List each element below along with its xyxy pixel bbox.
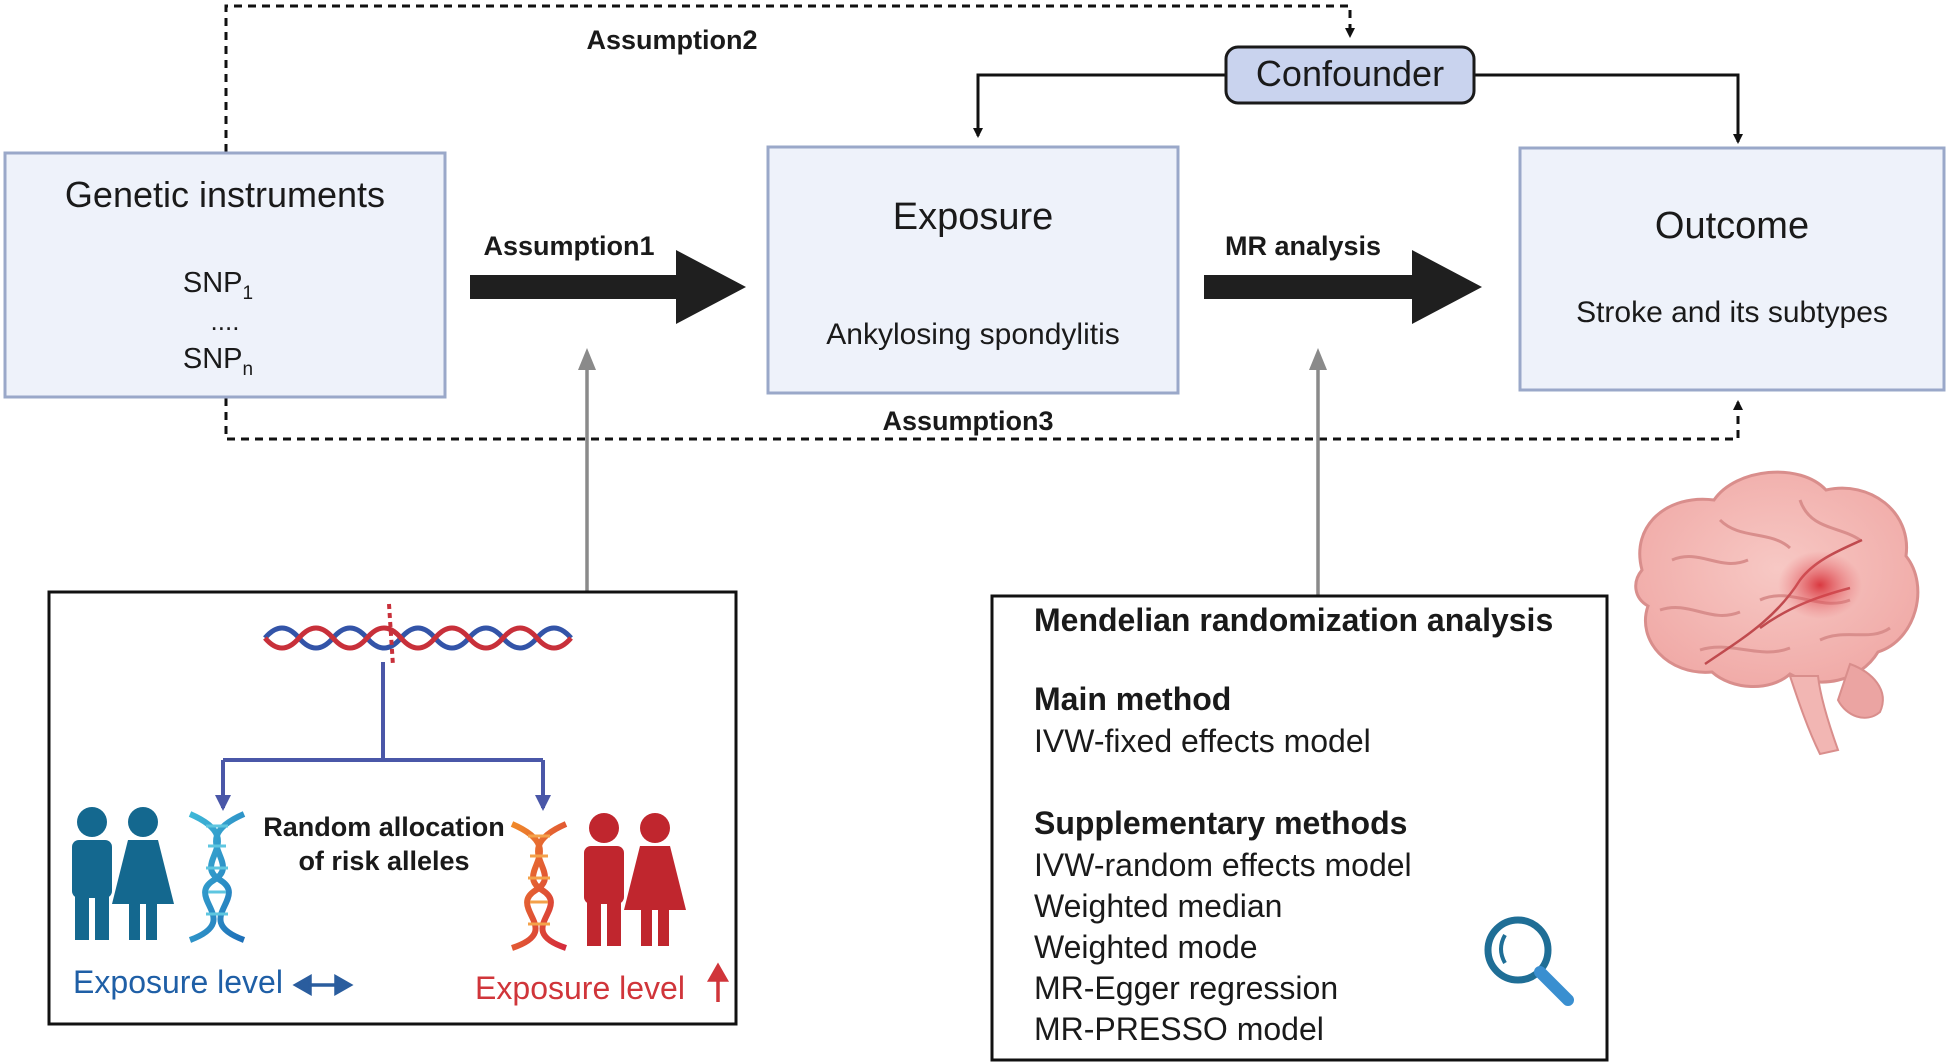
exposure-level-left: Exposure level <box>73 964 283 1000</box>
people-icon-right <box>584 813 686 946</box>
exposure-level-right: Exposure level <box>475 970 685 1006</box>
main-method-heading: Main method <box>1034 681 1231 717</box>
main-method-item: IVW-fixed effects model <box>1034 723 1371 759</box>
supp-method-item: MR-PRESSO model <box>1034 1011 1324 1047</box>
random-allocation-line1: Random allocation <box>263 812 505 842</box>
snp-last: SNPn <box>183 343 253 380</box>
up-arrow-icon <box>706 962 730 1002</box>
snp-first: SNP1 <box>183 267 253 304</box>
allocation-panel: Random allocation of risk alleles Exposu… <box>47 590 738 1026</box>
supp-method-item: Weighted mode <box>1034 929 1258 965</box>
assumption2-label: Assumption2 <box>586 25 757 55</box>
supp-method-item: IVW-random effects model <box>1034 847 1412 883</box>
confounder-label: Confounder <box>1256 53 1444 94</box>
mr-methods-panel: Mendelian randomization analysis Main me… <box>990 594 1609 1062</box>
mr-panel-title: Mendelian randomization analysis <box>1034 602 1553 638</box>
assumption3-label: Assumption3 <box>882 406 1053 436</box>
mr-panel-to-analysis-arrow <box>1309 348 1327 596</box>
mr-analysis-arrow <box>1204 250 1482 324</box>
assumption1-label: Assumption1 <box>483 231 654 261</box>
confounder-branch <box>973 73 1743 144</box>
allocation-to-assumption1-arrow <box>578 348 596 592</box>
dna-helix-icon-left <box>188 811 246 943</box>
double-arrow-icon <box>292 973 354 997</box>
dna-helix-icon-right <box>510 821 568 951</box>
snp-ellipsis: .... <box>211 306 240 336</box>
genetic-instruments-title: Genetic instruments <box>65 174 385 215</box>
exposure-box: Exposure Ankylosing spondylitis <box>766 145 1180 395</box>
exposure-subtitle: Ankylosing spondylitis <box>826 318 1119 351</box>
mr-analysis-label: MR analysis <box>1225 231 1381 261</box>
brain-icon <box>1634 470 1920 756</box>
assumption2-path <box>224 4 1355 152</box>
confounder-box: Confounder <box>1224 45 1476 105</box>
magnifier-icon <box>1484 916 1574 1006</box>
exposure-title: Exposure <box>893 196 1054 238</box>
dna-strand-icon <box>263 603 573 667</box>
supp-method-item: Weighted median <box>1034 888 1282 924</box>
people-icon-left <box>72 807 174 940</box>
outcome-box: Outcome Stroke and its subtypes <box>1518 146 1946 392</box>
allocation-tree <box>215 662 551 811</box>
supp-methods-heading: Supplementary methods <box>1034 805 1407 841</box>
outcome-title: Outcome <box>1655 205 1809 247</box>
assumption1-arrow <box>470 250 746 324</box>
outcome-subtitle: Stroke and its subtypes <box>1576 296 1888 329</box>
random-allocation-line2: of risk alleles <box>298 846 469 876</box>
supp-method-item: MR-Egger regression <box>1034 970 1338 1006</box>
assumption3-path <box>224 398 1743 441</box>
genetic-instruments-box: Genetic instruments SNP1 .... SNPn <box>3 151 447 399</box>
